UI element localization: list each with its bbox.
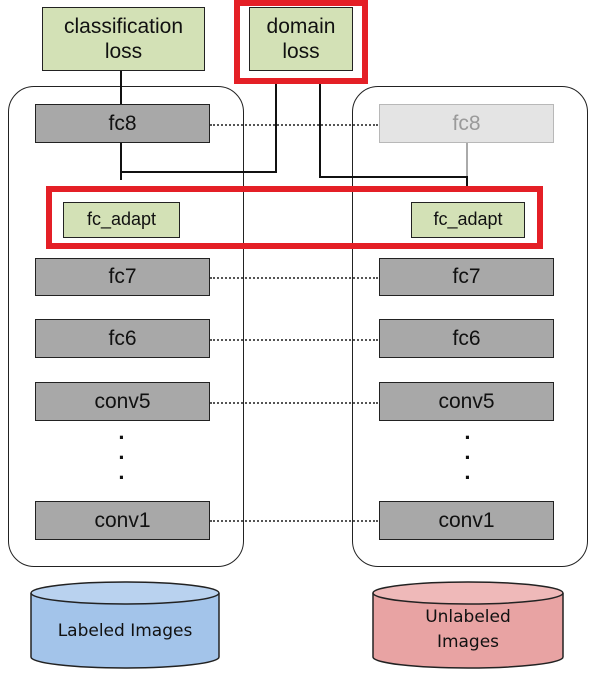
right-fc8-layer: fc8 xyxy=(379,104,554,143)
right-ellipsis: ··· xyxy=(464,425,472,490)
left-fc8-layer: fc8 xyxy=(35,104,210,143)
right-fc7-layer: fc7 xyxy=(379,258,554,296)
left-fc6-layer: fc6 xyxy=(35,319,210,358)
right-conv1-layer: conv1 xyxy=(379,501,554,540)
connector-fc8-to-junction xyxy=(120,143,122,180)
left-conv1-layer: conv1 xyxy=(35,501,210,540)
domain-loss-box: domain loss xyxy=(249,7,353,71)
fc-adapt-highlight xyxy=(46,186,543,249)
shared-weights-fc7 xyxy=(210,277,378,279)
connector-right-junction-to-fc-adapt xyxy=(466,176,468,186)
labeled-images-label: Labeled Images xyxy=(57,621,193,641)
left-fc7-layer: fc7 xyxy=(35,258,210,296)
connector-right-fc8-to-junction xyxy=(466,143,468,179)
left-fc-adapt-layer: fc_adapt xyxy=(63,202,180,238)
left-conv5-layer: conv5 xyxy=(35,382,210,421)
shared-weights-conv1 xyxy=(210,520,378,522)
right-network-tower xyxy=(352,86,588,567)
left-ellipsis: ··· xyxy=(118,425,126,490)
connector-domain-loss-right-across xyxy=(319,176,467,178)
right-conv5-layer: conv5 xyxy=(379,382,554,421)
right-fc6-layer: fc6 xyxy=(379,319,554,358)
database-cylinder-icon xyxy=(30,581,220,669)
shared-weights-fc6 xyxy=(210,339,378,341)
labeled-images-database: Labeled Images xyxy=(30,581,220,669)
unlabeled-images-database: Unlabeled Images xyxy=(372,581,564,669)
shared-weights-fc8 xyxy=(210,124,378,126)
shared-weights-conv5 xyxy=(210,402,378,404)
left-network-tower xyxy=(8,86,244,567)
connector-classification-loss-to-fc8 xyxy=(120,71,122,104)
connector-domain-loss-right-down xyxy=(319,78,321,177)
classification-loss-box: classification loss xyxy=(42,7,205,71)
connector-domain-loss-left-across xyxy=(120,171,277,173)
unlabeled-images-label: Unlabeled Images xyxy=(425,607,511,652)
domain-loss-highlight xyxy=(234,0,368,84)
database-cylinder-icon xyxy=(372,581,564,669)
right-fc-adapt-layer: fc_adapt xyxy=(411,202,525,238)
